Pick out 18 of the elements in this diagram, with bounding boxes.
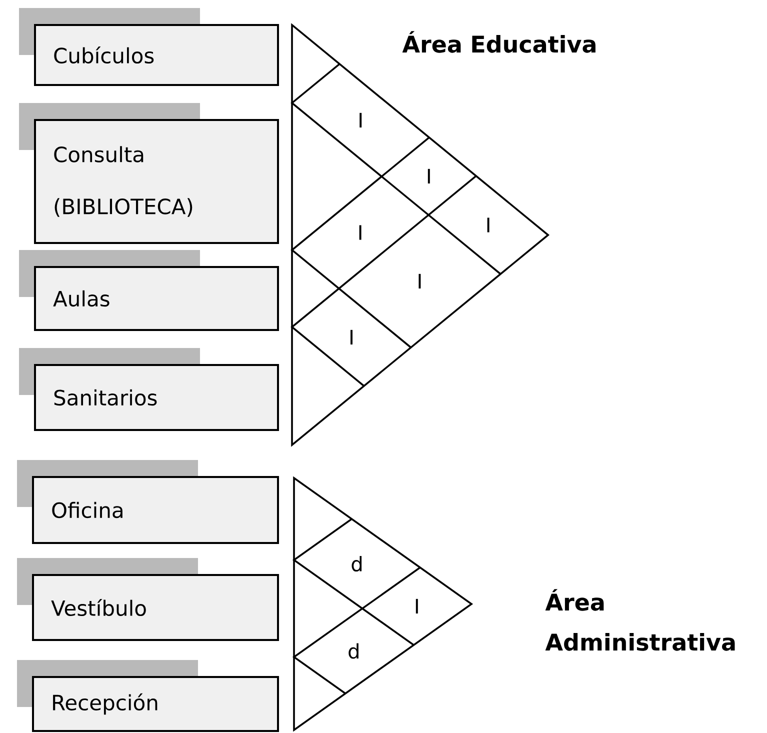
room-box: Consulta (BIBLIOTECA): [19, 103, 279, 244]
room-box: Oficina: [17, 460, 279, 544]
cell-letter: d: [352, 556, 362, 572]
cell-letter: I: [416, 598, 418, 614]
cell-letter: I: [418, 274, 421, 288]
cell-letter: d: [348, 643, 358, 659]
cell-letter: I: [350, 330, 352, 344]
cell-letter: I: [428, 168, 430, 184]
cell-letter: I: [359, 225, 362, 240]
cell-letter: I: [360, 112, 362, 128]
room-box: Cubículos: [19, 8, 279, 86]
area-heading: Área Administrativa: [545, 589, 735, 651]
room-box: Vestíbulo: [17, 558, 279, 641]
room-box: Aulas: [19, 250, 279, 331]
room-box: Sanitarios: [19, 348, 279, 431]
cell-letter: I: [487, 218, 490, 232]
area-heading: Área Educativa: [402, 31, 596, 53]
room-box: Recepción: [17, 660, 279, 732]
